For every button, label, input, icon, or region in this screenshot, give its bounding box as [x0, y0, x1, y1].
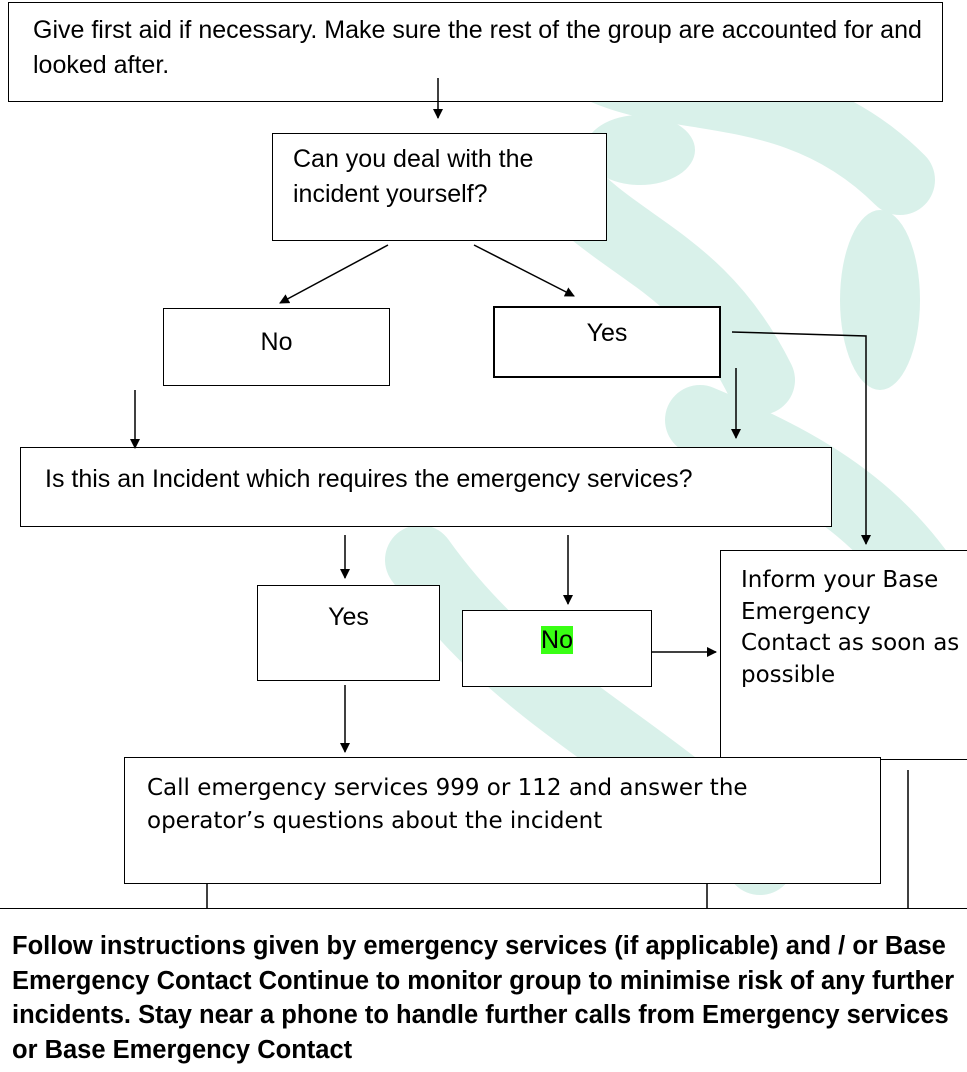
- question-emergency-text: Is this an Incident which requires the e…: [45, 465, 693, 493]
- arrow-question-to-no: [279, 244, 389, 304]
- question-emergency-box: Is this an Incident which requires the e…: [20, 447, 832, 527]
- yes-box-2: Yes: [257, 585, 440, 681]
- call-services-box: Call emergency services 999 or 112 and a…: [124, 757, 881, 884]
- arrow-question-to-yes: [473, 244, 575, 297]
- no-label-1: No: [260, 328, 293, 356]
- inform-contact-text: Inform your Base Emergency Contact as so…: [741, 567, 960, 688]
- yes-label-2: Yes: [328, 603, 369, 631]
- first-aid-text: Give first aid if necessary. Make sure t…: [33, 16, 922, 79]
- question-deal-yourself-box: Can you deal with the incident yourself?: [272, 133, 607, 241]
- yes-label-1: Yes: [586, 319, 628, 347]
- first-aid-box: Give first aid if necessary. Make sure t…: [8, 2, 943, 102]
- no-label-2: No: [541, 626, 573, 654]
- final-instructions-box: Follow instructions given by emergency s…: [0, 908, 967, 1072]
- no-box-1: No: [163, 308, 390, 386]
- call-services-text: Call emergency services 999 or 112 and a…: [147, 775, 748, 835]
- no-box-2: No: [462, 610, 652, 687]
- yes-box-1: Yes: [493, 306, 721, 378]
- inform-contact-box: Inform your Base Emergency Contact as so…: [720, 550, 967, 760]
- question-deal-yourself-text: Can you deal with the incident yourself?: [293, 145, 534, 208]
- final-instructions-text: Follow instructions given by emergency s…: [12, 932, 955, 1065]
